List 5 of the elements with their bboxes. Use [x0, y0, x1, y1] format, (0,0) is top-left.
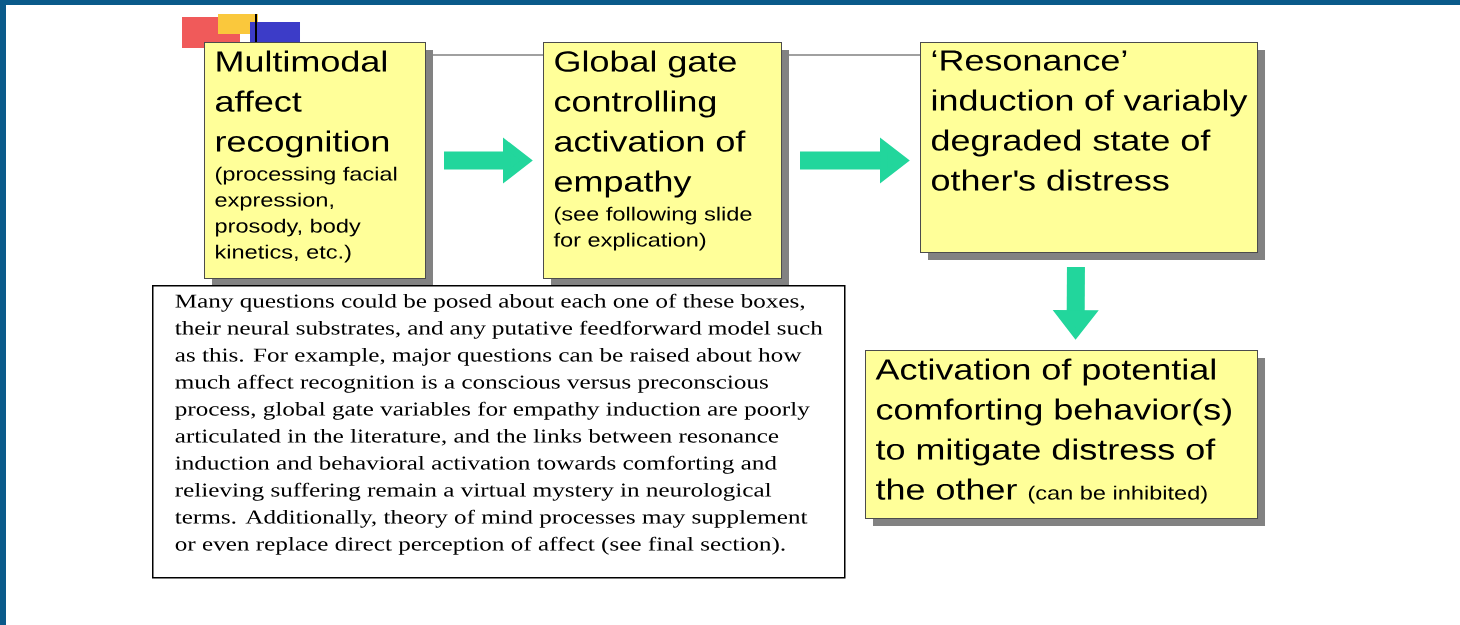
note-box: Many questions could be posed about each one of these boxes, their neural substrates, and any putative feedforward model such as this. For example, major questions can be raised about how much affect recognition is a conscious versus preconscious process, global gate variables for empathy induction are poorly articulated in the literature, and the links between resonance induction and behavioral activation towards comforting and relieving suffering remain a virtual mystery in neurological terms. Additionally, theory of mind processes may supplement or even replace direct perception of affect (see final section). — [152, 285, 846, 579]
process-box: Multimodal affect recognition (processing facial expression, prosody, body kinetics, etc.) — [204, 42, 433, 286]
process-box: Activation of potential comforting behavior(s) to mitigate distress of the other (can be inhibited) — [865, 350, 1265, 526]
process-box: Global gate controlling activation of empathy (see following slide for explication) — [543, 42, 789, 286]
process-box: ‘Resonance’ induction of variably degraded state of other's distress — [920, 42, 1265, 260]
